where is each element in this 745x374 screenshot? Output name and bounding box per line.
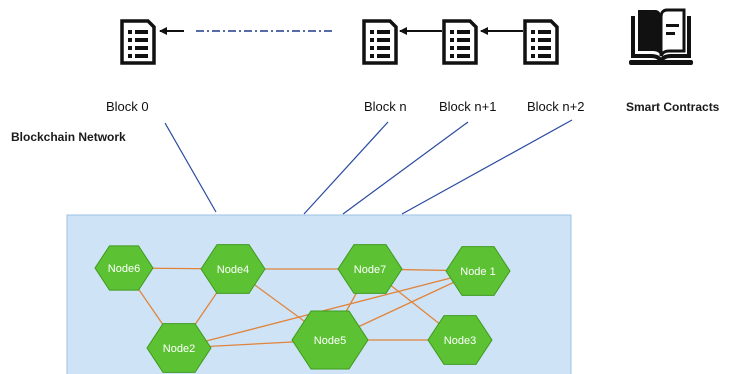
connector-line-blockn1 bbox=[342, 121, 469, 215]
node-label: Node3 bbox=[444, 335, 476, 347]
node-hexagon bbox=[146, 323, 212, 373]
node-label: Node7 bbox=[354, 264, 386, 276]
node-label: Node4 bbox=[217, 264, 249, 276]
document-icon bbox=[442, 19, 478, 65]
node-hexagon bbox=[291, 310, 369, 370]
node-label: Node 1 bbox=[460, 266, 495, 278]
connector-line-blockn bbox=[303, 121, 389, 215]
connector-line-block0 bbox=[164, 122, 217, 213]
book-icon bbox=[629, 8, 693, 65]
node-label: Node5 bbox=[314, 335, 346, 347]
node-hexagon bbox=[94, 245, 154, 291]
network-label: Blockchain Network bbox=[11, 130, 126, 144]
node-hexagon bbox=[427, 315, 493, 365]
block-label-blockn1: Block n+1 bbox=[439, 99, 496, 114]
node-label: Node6 bbox=[108, 263, 140, 275]
document-icon bbox=[120, 19, 156, 65]
node-node2: Node2 bbox=[146, 323, 212, 373]
node-node3: Node3 bbox=[427, 315, 493, 365]
smart-contracts-label: Smart Contracts bbox=[626, 100, 720, 114]
document-icon bbox=[362, 19, 398, 65]
node-node6: Node6 bbox=[94, 245, 154, 291]
node-node7: Node7 bbox=[337, 244, 403, 294]
node-hexagon bbox=[200, 244, 266, 294]
node-label: Node2 bbox=[163, 343, 195, 355]
block-label-blockn: Block n bbox=[364, 99, 407, 114]
document-icon bbox=[523, 19, 559, 65]
connector-line-blockn2 bbox=[401, 119, 573, 215]
network-nodes: Node6 Node4 Node7 Node 1 Node2 Node5 Node3 bbox=[94, 244, 511, 373]
node-hexagon bbox=[337, 244, 403, 294]
node-node4: Node4 bbox=[200, 244, 266, 294]
edge-node2-node1 bbox=[178, 270, 479, 349]
block-label-blockn2: Block n+2 bbox=[527, 99, 584, 114]
block-label-block0: Block 0 bbox=[106, 99, 149, 114]
node-hexagon bbox=[445, 246, 511, 296]
node-node5: Node5 bbox=[291, 310, 369, 370]
node-node1: Node 1 bbox=[445, 246, 511, 296]
